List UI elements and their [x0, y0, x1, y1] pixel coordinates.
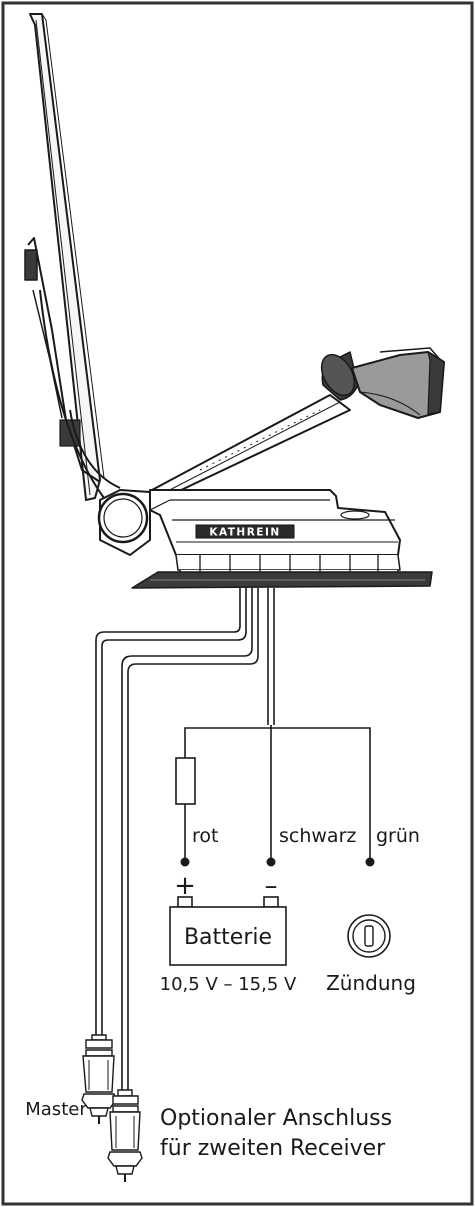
cables: [95, 588, 275, 1090]
wire-label-green: grün: [376, 825, 420, 847]
master-connector: [81, 1034, 117, 1124]
red-terminal-dot: [180, 857, 190, 867]
battery: [169, 896, 287, 966]
battery-body: [169, 906, 287, 966]
brand-plate: [195, 524, 295, 539]
optional-connector: [107, 1089, 143, 1182]
fuse: [175, 757, 196, 805]
green-terminal-dot: [365, 857, 375, 867]
pivot-hub: [97, 492, 149, 544]
master-cable: [95, 588, 241, 1035]
antenna-illustration: [24, 13, 445, 589]
wire-label-red: rot: [192, 825, 218, 847]
optional-label-line2: für zweiten Receiver: [160, 1136, 386, 1161]
battery-label: Batterie: [184, 925, 272, 950]
battery-plus-symbol: +: [174, 871, 196, 901]
black-terminal-dot: [266, 857, 276, 867]
battery-minus-symbol: –: [265, 871, 278, 901]
optional-label-line1: Optionaler Anschluss: [160, 1106, 392, 1131]
ignition-switch-icon: [347, 914, 391, 958]
optional-cable: [121, 588, 253, 1090]
brand-logo: KATHREIN: [209, 527, 280, 539]
wire-label-black: schwarz: [279, 825, 356, 847]
ignition-label: Zündung: [326, 971, 416, 995]
base-housing: [149, 489, 401, 556]
wiring: [175, 725, 371, 860]
battery-voltage: 10,5 V – 15,5 V: [160, 974, 297, 995]
master-label: Master: [25, 1099, 87, 1120]
